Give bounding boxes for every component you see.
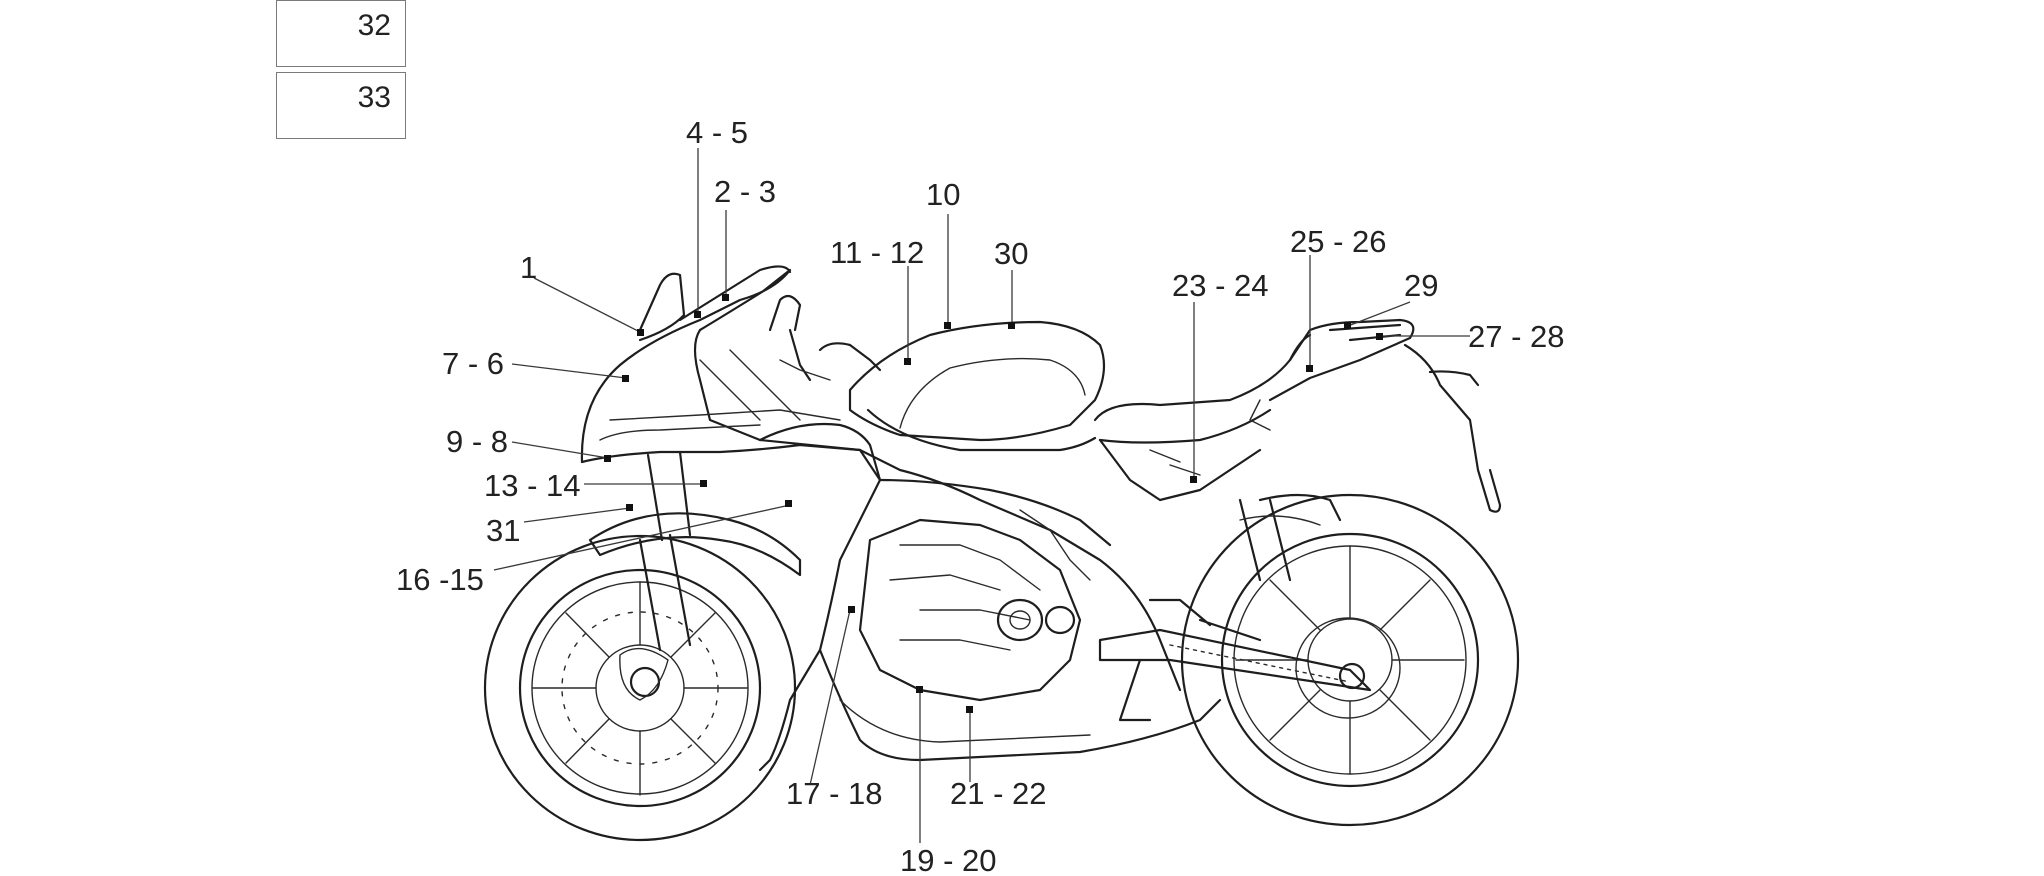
callout-1: 1 xyxy=(520,250,537,285)
marker-13-14 xyxy=(700,480,707,487)
leader-7-6 xyxy=(511,363,627,379)
callout-4-5: 4 - 5 xyxy=(686,115,748,150)
callout-25-26: 25 - 26 xyxy=(1290,224,1387,259)
callout-16-15: 16 -15 xyxy=(396,562,484,597)
callout-2-3: 2 - 3 xyxy=(714,174,776,209)
marker-17-18 xyxy=(848,606,855,613)
marker-4-5 xyxy=(694,311,701,318)
marker-30 xyxy=(1008,322,1015,329)
marker-25-26 xyxy=(1306,365,1313,372)
marker-11-12 xyxy=(904,358,911,365)
callout-30: 30 xyxy=(994,236,1028,271)
callout-7-6: 7 - 6 xyxy=(442,346,504,381)
marker-19-20 xyxy=(916,686,923,693)
callout-29: 29 xyxy=(1404,268,1438,303)
sticker-markers xyxy=(604,294,1383,713)
leader-1 xyxy=(533,277,641,333)
marker-29 xyxy=(1344,322,1351,329)
callout-11-12: 11 - 12 xyxy=(830,235,924,270)
reference-box-33: 33 xyxy=(276,72,406,139)
callout-labels: 1 2 - 3 4 - 5 7 - 6 9 - 8 10 11 - 12 13 … xyxy=(396,115,1565,876)
marker-16-15 xyxy=(785,500,792,507)
reference-box-33-label: 33 xyxy=(357,81,391,114)
callout-17-18: 17 - 18 xyxy=(786,776,883,811)
leader-16-15 xyxy=(493,504,791,571)
reference-box-32: 32 xyxy=(276,0,406,67)
marker-1 xyxy=(637,329,644,336)
callout-31: 31 xyxy=(486,513,520,548)
marker-2-3 xyxy=(722,294,729,301)
callout-9-8: 9 - 8 xyxy=(446,424,508,459)
callout-10: 10 xyxy=(926,177,960,212)
marker-21-22 xyxy=(966,706,973,713)
front-wheel xyxy=(483,534,797,842)
leader-31 xyxy=(523,507,631,523)
leader-lines xyxy=(493,148,1470,843)
marker-10 xyxy=(944,322,951,329)
callout-27-28: 27 - 28 xyxy=(1468,319,1565,354)
callout-19-20: 19 - 20 xyxy=(900,843,997,876)
marker-23-24 xyxy=(1190,476,1197,483)
marker-27-28 xyxy=(1376,333,1383,340)
reference-box-32-label: 32 xyxy=(357,9,391,42)
leader-17-18 xyxy=(809,609,851,786)
marker-9-8 xyxy=(604,455,611,462)
motorcycle-outline xyxy=(483,265,1520,842)
callout-13-14: 13 - 14 xyxy=(484,468,581,503)
callout-23-24: 23 - 24 xyxy=(1172,268,1269,303)
callout-21-22: 21 - 22 xyxy=(950,776,1047,811)
leader-9-8 xyxy=(511,441,609,459)
marker-7-6 xyxy=(622,375,629,382)
marker-31 xyxy=(626,504,633,511)
rear-wheel xyxy=(1180,493,1520,827)
leader-29 xyxy=(1347,301,1411,327)
